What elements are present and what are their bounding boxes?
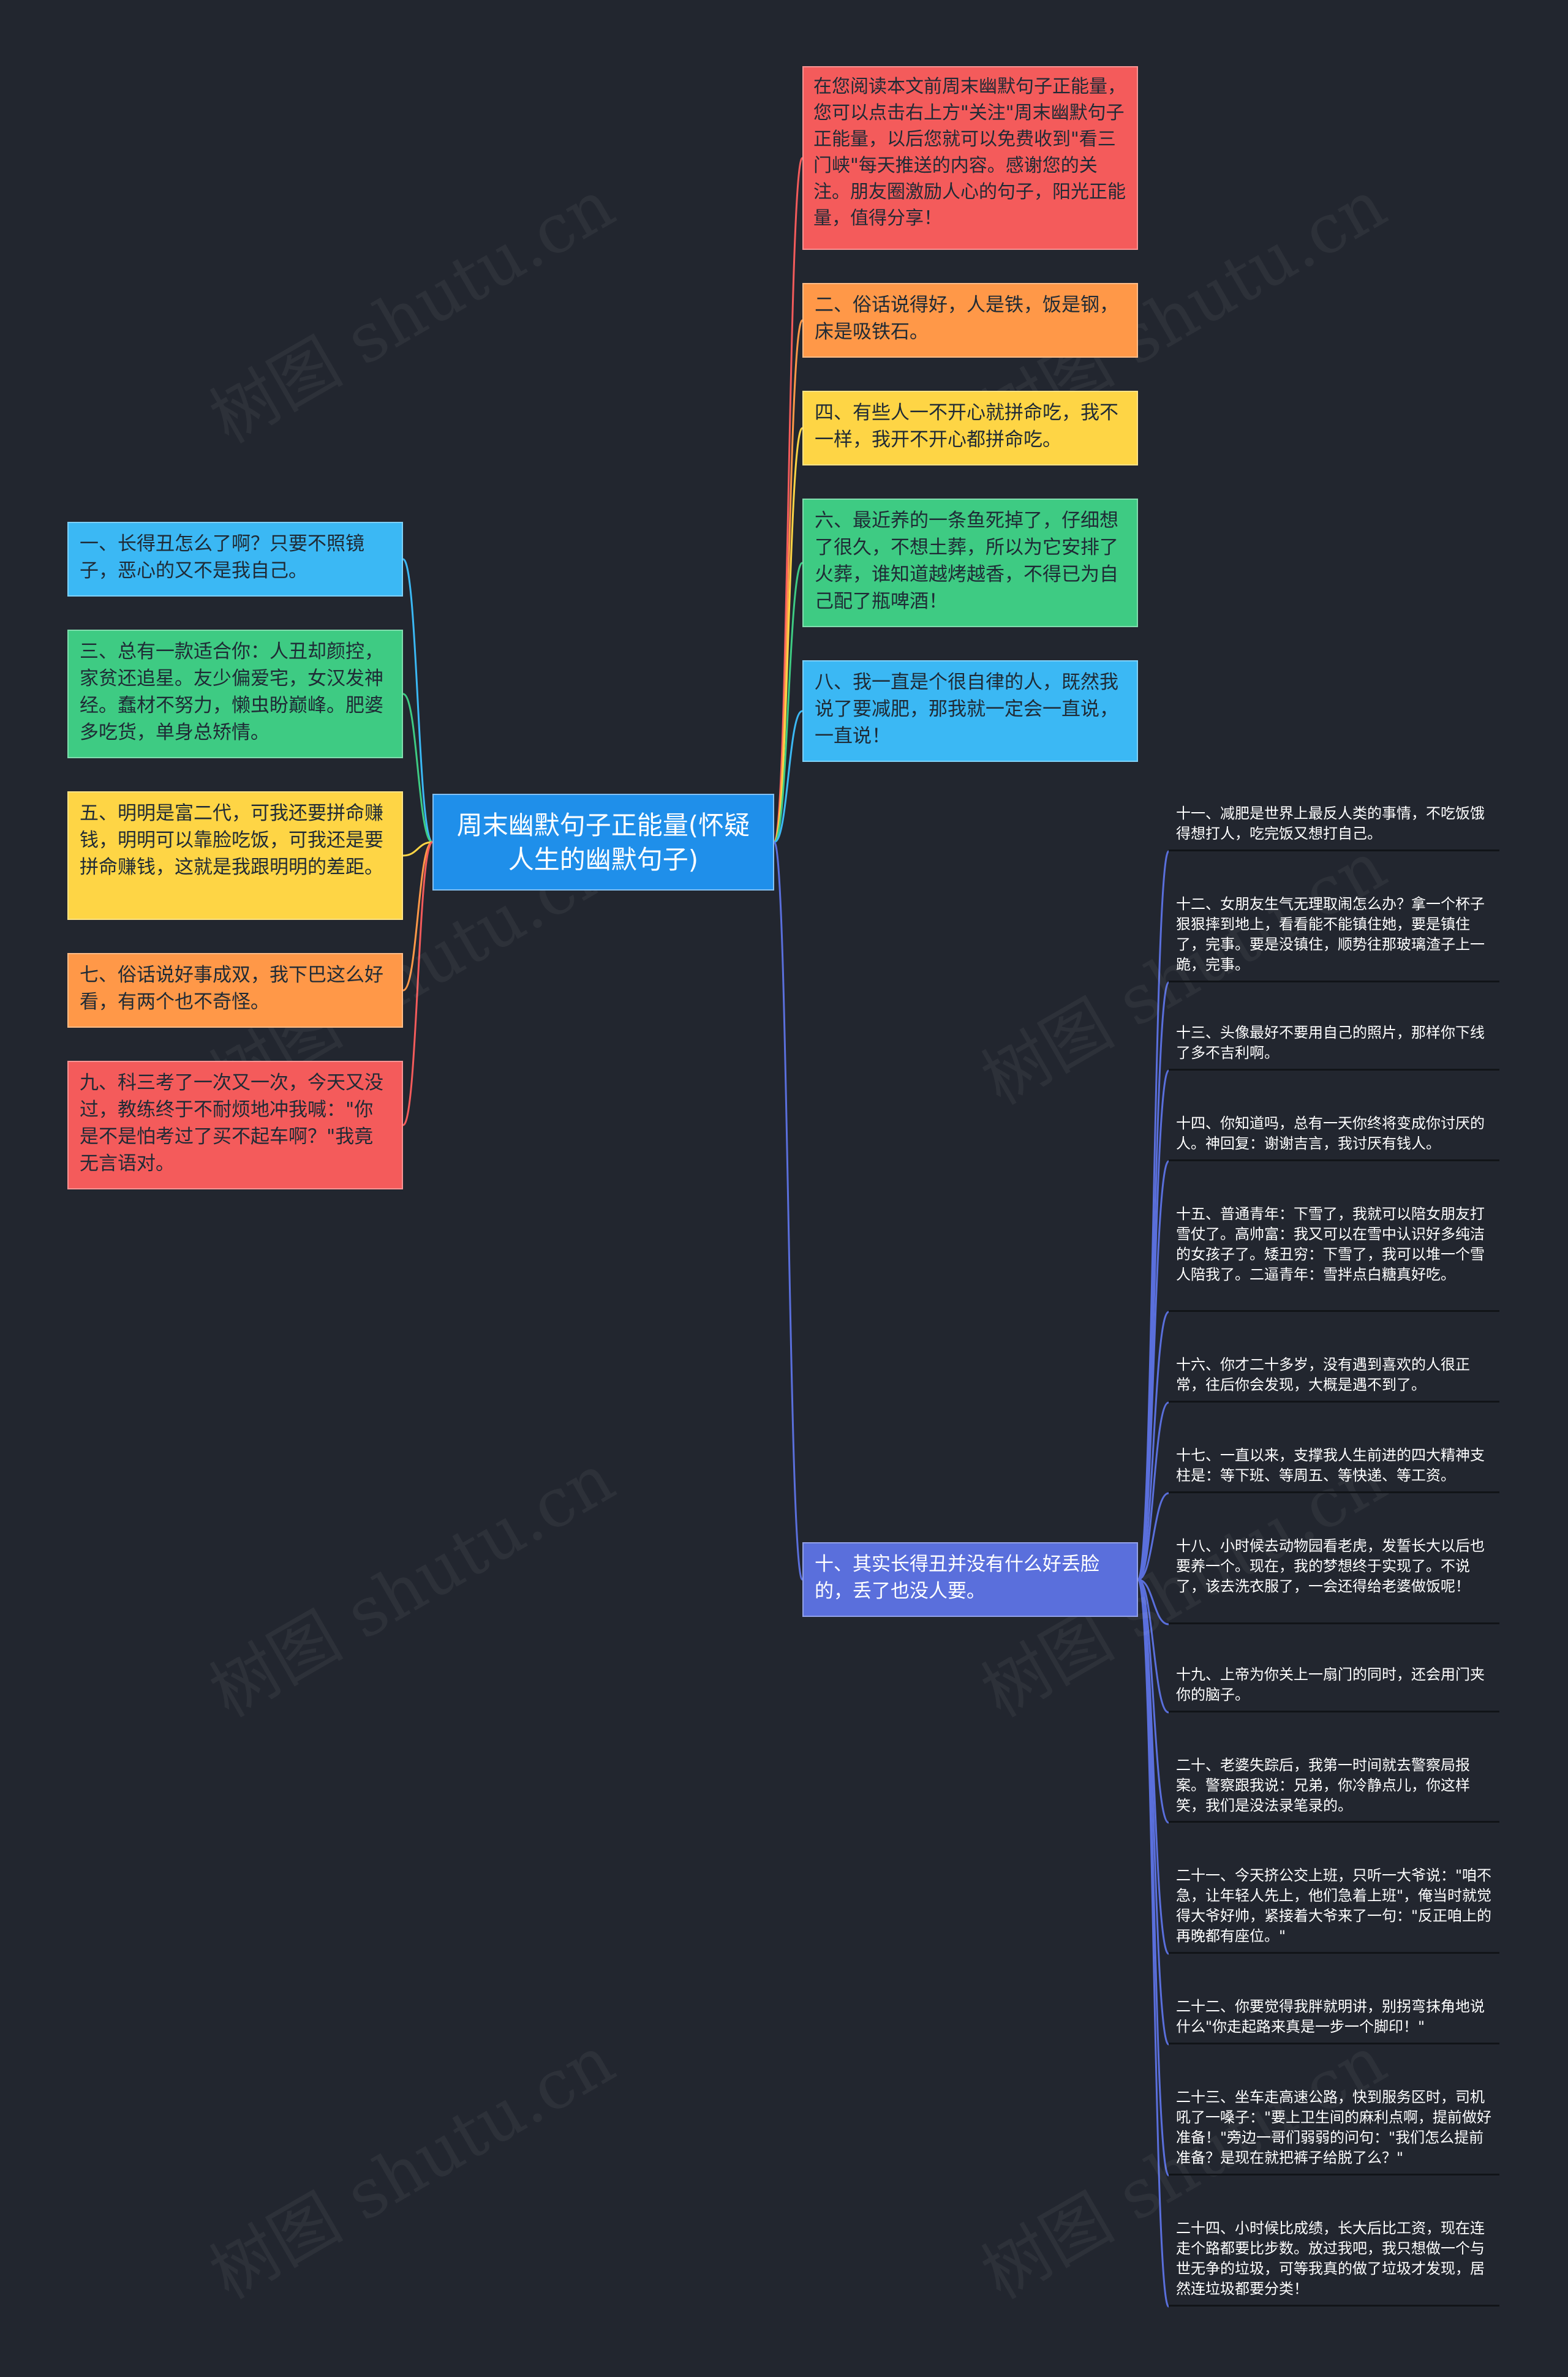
left-node[interactable]: 五、明明是富二代，可我还要拼命赚钱，明明可以靠脸吃饭，可我还是要拼命赚钱，这就是… [67,791,403,920]
sub-node[interactable]: 十九、上帝为你关上一扇门的同时，还会用门夹你的脑子。 [1169,1665,1499,1712]
sub-connector [1137,1578,1169,1824]
sub-node[interactable]: 十二、女朋友生气无理取闹怎么办？拿一个杯子狠狠摔到地上，看看能不能镇住她，要是镇… [1169,894,1499,982]
sub-node[interactable]: 十六、你才二十多岁，没有遇到喜欢的人很正常，往后你会发现，大概是遇不到了。 [1169,1355,1499,1403]
sub-connector [1137,1578,1169,1714]
right-connector [774,710,803,843]
left-node[interactable]: 三、总有一款适合你：人丑却颜控，家贫还追星。友少偏爱宅，女汉发神经。蠢材不努力，… [67,630,403,758]
left-connector [402,693,433,843]
sub-node[interactable]: 二十二、你要觉得我胖就明讲，别拐弯抹角地说什么"你走起路来真是一步一个脚印！" [1169,1997,1499,2044]
right-connector [773,157,804,843]
sub-node[interactable]: 十四、你知道吗，总有一天你终将变成你讨厌的人。神回复：谢谢吉言，我讨厌有钱人。 [1169,1113,1499,1161]
sub-node[interactable]: 二十三、坐车走高速公路，快到服务区时，司机吼了一嗓子："要上卫生间的麻利点啊，提… [1169,2087,1499,2175]
right-connector [773,562,804,843]
left-connector [402,558,434,843]
sub-connector [1137,1492,1169,1581]
right-node[interactable]: 二、俗话说得好，人是铁，饭是钢，床是吸铁石。 [802,283,1138,358]
left-node[interactable]: 七、俗话说好事成双，我下巴这么好看，有两个也不奇怪。 [67,953,403,1028]
right-connector [773,841,804,1581]
right-node[interactable]: 十、其实长得丑并没有什么好丢脸的，丢了也没人要。 [802,1542,1138,1617]
right-connector [773,319,804,843]
left-node[interactable]: 九、科三考了一次又一次，今天又没过，教练终于不耐烦地冲我喊："你是不是怕考过了买… [67,1061,403,1189]
right-node[interactable]: 四、有些人一不开心就拼命吃，我不一样，我开不开心都拼命吃。 [802,391,1138,465]
left-connector [402,841,434,1126]
sub-node[interactable]: 二十四、小时候比成绩，长大后比工资，现在连走个路都要比步数。放过我吧，我只想做一… [1169,2218,1499,2307]
sub-node[interactable]: 二十、老婆失踪后，我第一时间就去警察局报案。警察跟我说：兄弟，你冷静点儿，你这样… [1169,1755,1499,1823]
sub-connector [1137,850,1170,1581]
sub-connector [1137,1160,1170,1581]
sub-connector [1137,1578,1170,2308]
sub-connector [1137,1578,1170,2177]
right-node[interactable]: 六、最近养的一条鱼死掉了，仔细想了很久，不想土葬，所以为它安排了火葬，谁知道越烤… [802,499,1138,627]
right-node[interactable]: 在您阅读本文前周末幽默句子正能量，您可以点击右上方"关注"周末幽默句子正能量，以… [802,66,1138,250]
sub-connector [1137,1578,1169,1625]
sub-node[interactable]: 十三、头像最好不要用自己的照片，那样你下线了多不吉利啊。 [1169,1023,1499,1071]
left-connector [402,841,433,992]
right-connector [773,427,804,843]
sub-node[interactable]: 十五、普通青年：下雪了，我就可以陪女朋友打雪仗了。高帅富：我又可以在雪中认识好多… [1169,1204,1499,1312]
sub-connector [1137,1401,1169,1581]
sub-node[interactable]: 二十一、今天挤公交上班，只听一大爷说："咱不急，让年轻人先上，他们急着上班"，俺… [1169,1866,1499,1954]
left-connector [402,841,433,857]
sub-node[interactable]: 十七、一直以来，支撑我人生前进的四大精神支柱是：等下班、等周五、等快递、等工资。 [1169,1445,1499,1493]
sub-node[interactable]: 十一、减肥是世界上最反人类的事情，不吃饭饿得想打人，吃完饭又想打自己。 [1169,804,1499,851]
left-node[interactable]: 一、长得丑怎么了啊？只要不照镜子，恶心的又不是我自己。 [67,522,403,597]
sub-connector [1137,1311,1170,1581]
sub-node[interactable]: 十八、小时候去动物园看老虎，发誓长大以后也要养一个。现在，我的梦想终于实现了。不… [1169,1536,1499,1624]
root-topic[interactable]: 周末幽默句子正能量(怀疑人生的幽默句子) [432,794,774,891]
right-node[interactable]: 八、我一直是个很自律的人，既然我说了要减肥，那我就一定会一直说，一直说！ [802,660,1138,762]
